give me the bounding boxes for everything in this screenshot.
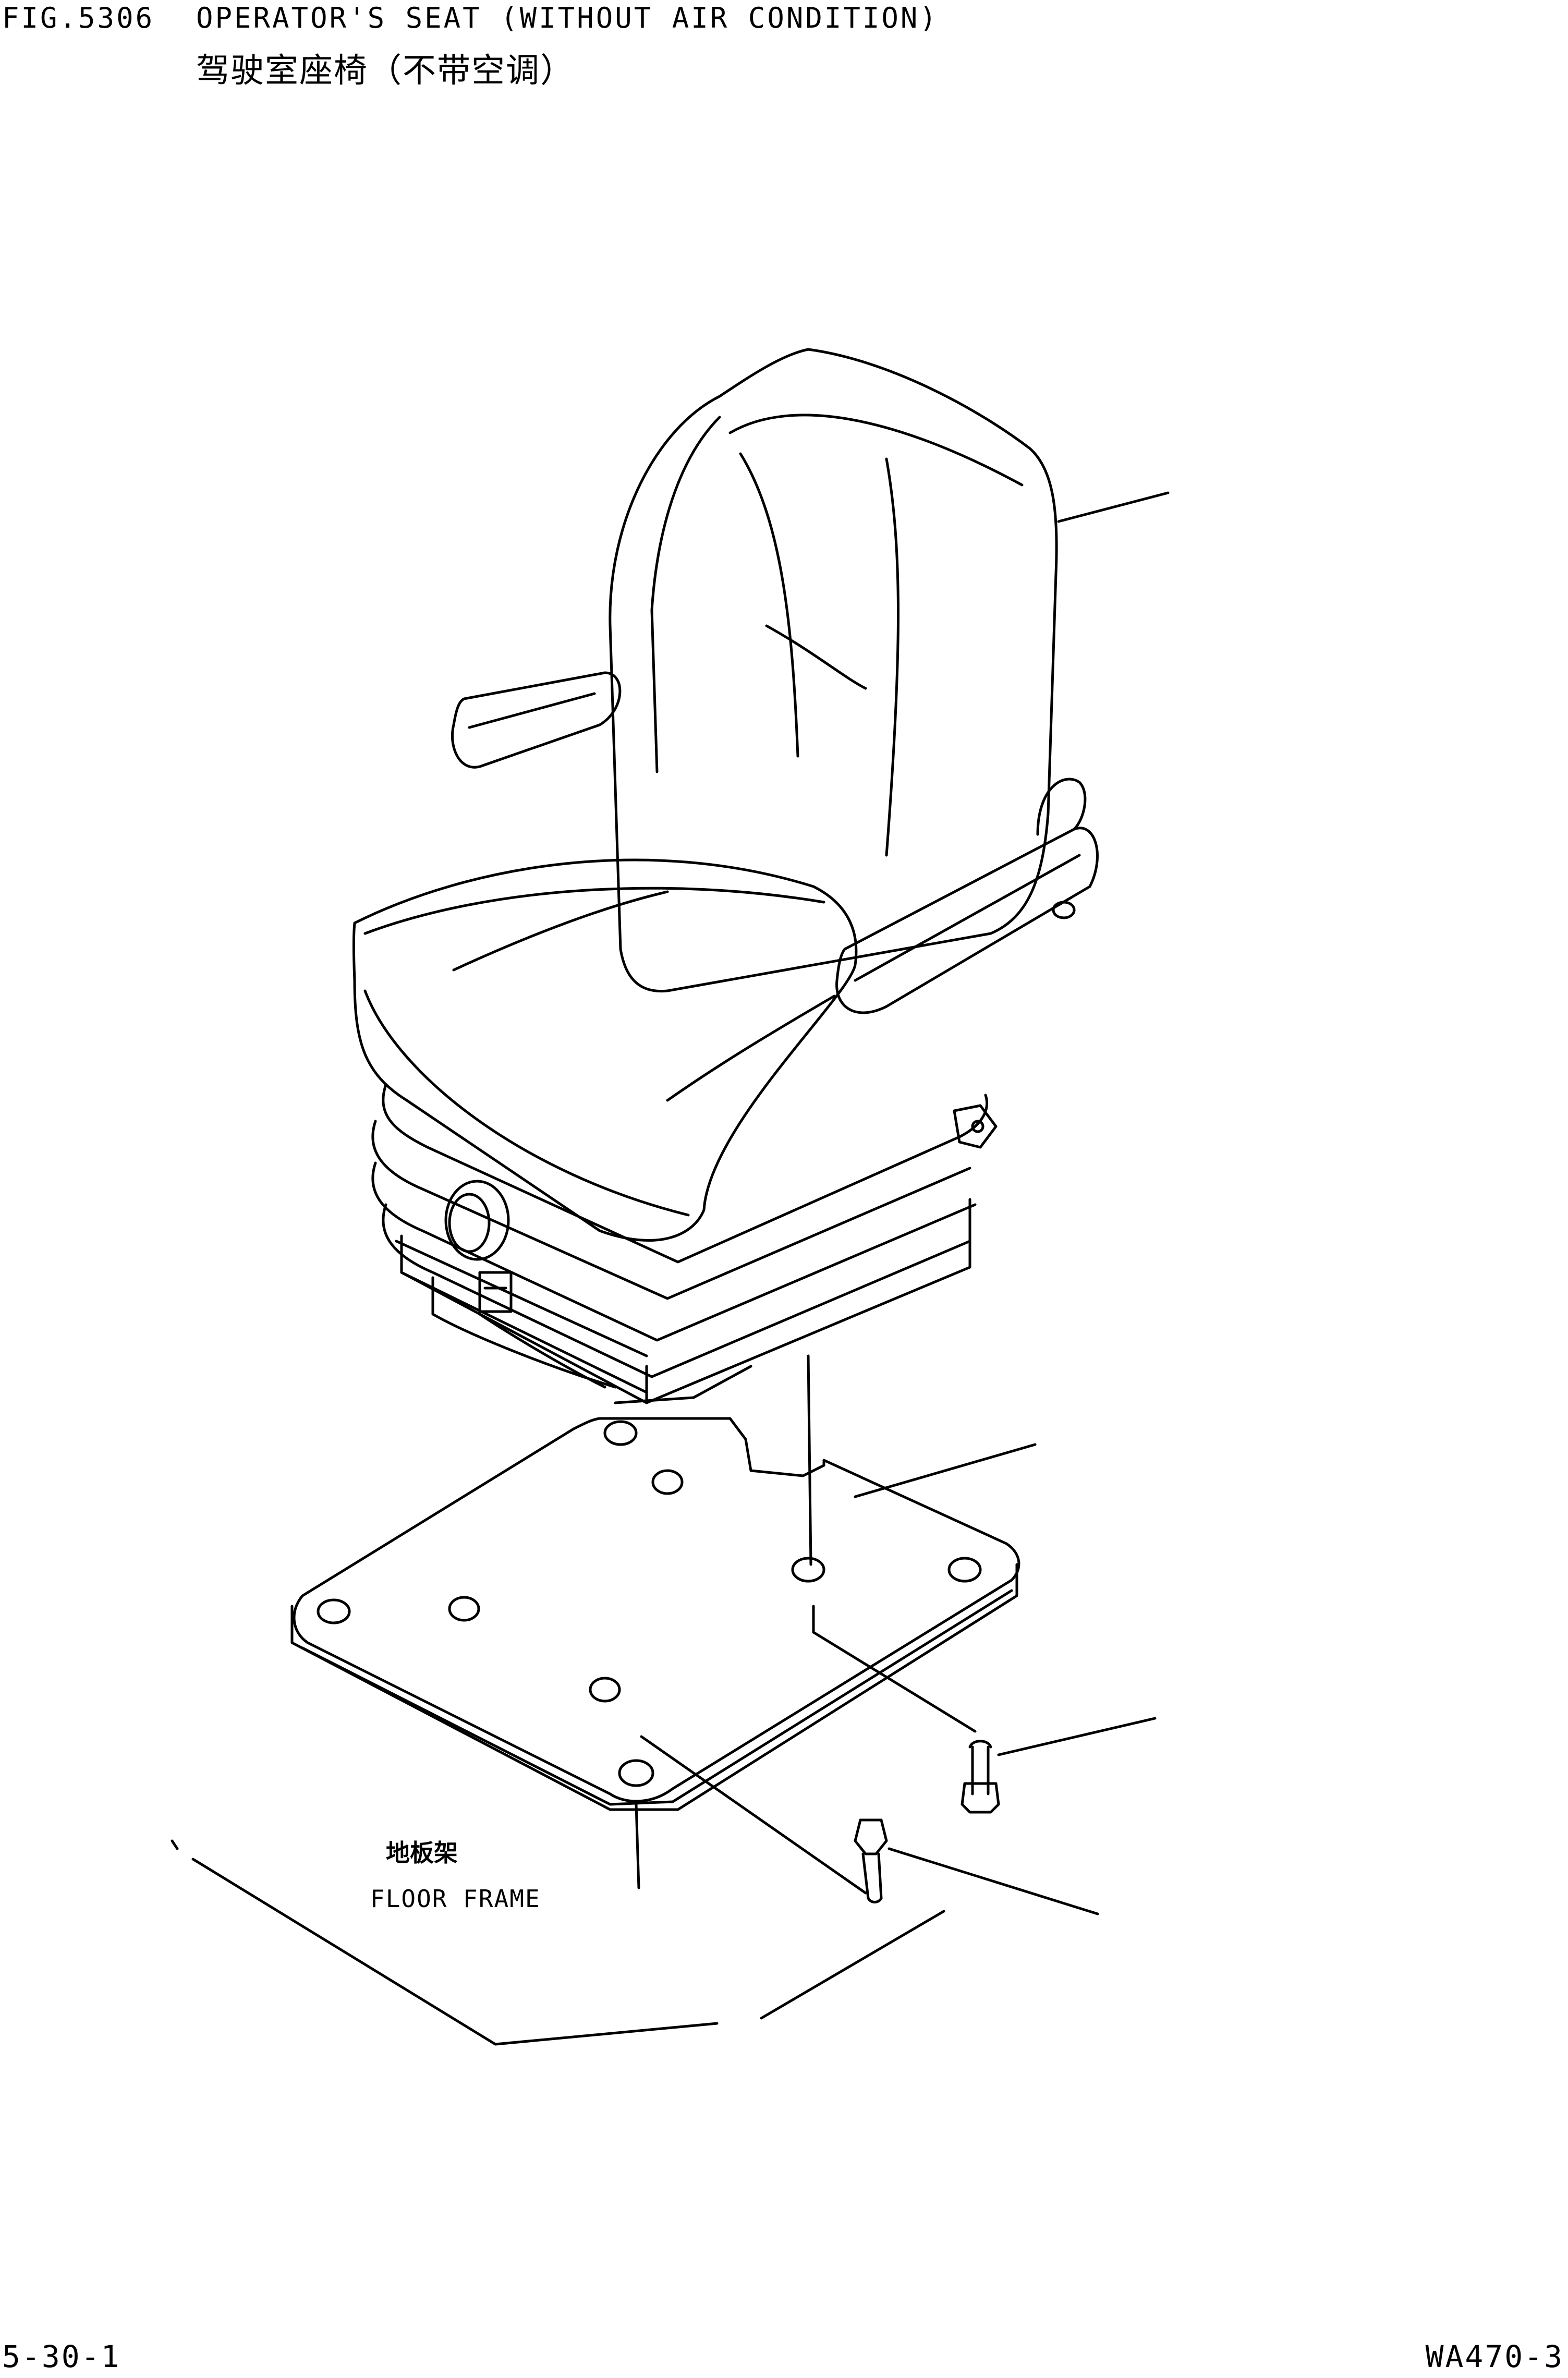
seat-adjust-lever bbox=[478, 1271, 513, 1313]
leader-bolt-small bbox=[997, 1717, 1157, 1756]
seat-backrest bbox=[609, 348, 1058, 993]
seat-armrest-right-pivot bbox=[1052, 901, 1076, 919]
seat-backrest-crease bbox=[765, 624, 867, 690]
seat-plate bbox=[290, 1417, 1020, 1811]
seat-armrest-right bbox=[835, 827, 1099, 1014]
leader-lines bbox=[854, 491, 1170, 1915]
seat-backrest-inner bbox=[650, 416, 721, 773]
seat-plate-hole-6 bbox=[947, 1557, 982, 1583]
figure-number: FIG.5306 bbox=[2, 2, 155, 34]
bolt-small bbox=[961, 1740, 1000, 1814]
seat-plate-hole-5 bbox=[791, 1557, 825, 1583]
seat-plate-hole-8 bbox=[618, 1759, 654, 1787]
figure-title-english: OPERATOR'S SEAT (WITHOUT AIR CONDITION) bbox=[196, 2, 939, 34]
seat-plate-hole-1 bbox=[603, 1420, 638, 1446]
seat-cushion-seam bbox=[363, 887, 825, 935]
seat-plate-hole-7 bbox=[589, 1677, 621, 1703]
model-code: WA470-3 bbox=[1425, 2339, 1564, 2374]
seat-latch bbox=[953, 1104, 998, 1149]
seat-latch-hole bbox=[971, 1120, 984, 1133]
seat-plate-edge bbox=[290, 1563, 1018, 1811]
seat-base-rail bbox=[614, 1365, 752, 1404]
floor-frame-outline bbox=[171, 1839, 945, 2046]
leader-plate bbox=[854, 1443, 1037, 1498]
seat-armrest-right-top bbox=[854, 854, 1081, 982]
seat-plate-hole-2 bbox=[651, 1469, 684, 1495]
seat-backrest-panel-2 bbox=[885, 457, 900, 857]
seat-plate-hole-3 bbox=[317, 1598, 351, 1624]
seat-bellows-4 bbox=[382, 1203, 971, 1378]
seat-backrest-panel bbox=[739, 452, 799, 758]
seat-plate-hole-4 bbox=[448, 1596, 480, 1622]
seat-base-slide bbox=[478, 1313, 606, 1389]
seat-assembly bbox=[353, 348, 1099, 1404]
bolt-large bbox=[854, 1818, 888, 1903]
seat-plate-inner-edge bbox=[301, 1589, 1013, 1806]
seat-cushion-crease-1 bbox=[452, 890, 669, 972]
leader-seat bbox=[1057, 491, 1170, 523]
seat-armrest-left-top bbox=[468, 692, 596, 729]
seat-height-knob bbox=[444, 1180, 510, 1261]
seat-bellows-5 bbox=[395, 1240, 648, 1357]
seat-bellows-1 bbox=[382, 1083, 989, 1264]
floor-frame-label-english: FLOOR FRAME bbox=[370, 1885, 541, 1913]
assembly-center-lines bbox=[635, 1354, 977, 1895]
seat-backrest-seam bbox=[728, 414, 1024, 487]
figure-title-chinese: 驾驶室座椅（不带空调） bbox=[196, 52, 575, 90]
seat-height-knob-cap bbox=[448, 1193, 491, 1253]
seat-armrest-bracket bbox=[1036, 778, 1087, 836]
seat-armrest-left bbox=[451, 671, 622, 769]
page-number: 5-30-1 bbox=[2, 2339, 121, 2374]
seat-cushion-front bbox=[363, 989, 690, 1217]
leader-bolt-large bbox=[888, 1847, 1099, 1915]
seat-bellows-2 bbox=[371, 1120, 971, 1300]
seat-plate-outline bbox=[293, 1417, 1020, 1803]
seat-cushion-crease-2 bbox=[666, 994, 836, 1102]
floor-frame-label-chinese: 地板架 bbox=[386, 1839, 458, 1867]
seat-bellows-6 bbox=[400, 1271, 648, 1394]
seat-cushion bbox=[353, 858, 858, 1242]
